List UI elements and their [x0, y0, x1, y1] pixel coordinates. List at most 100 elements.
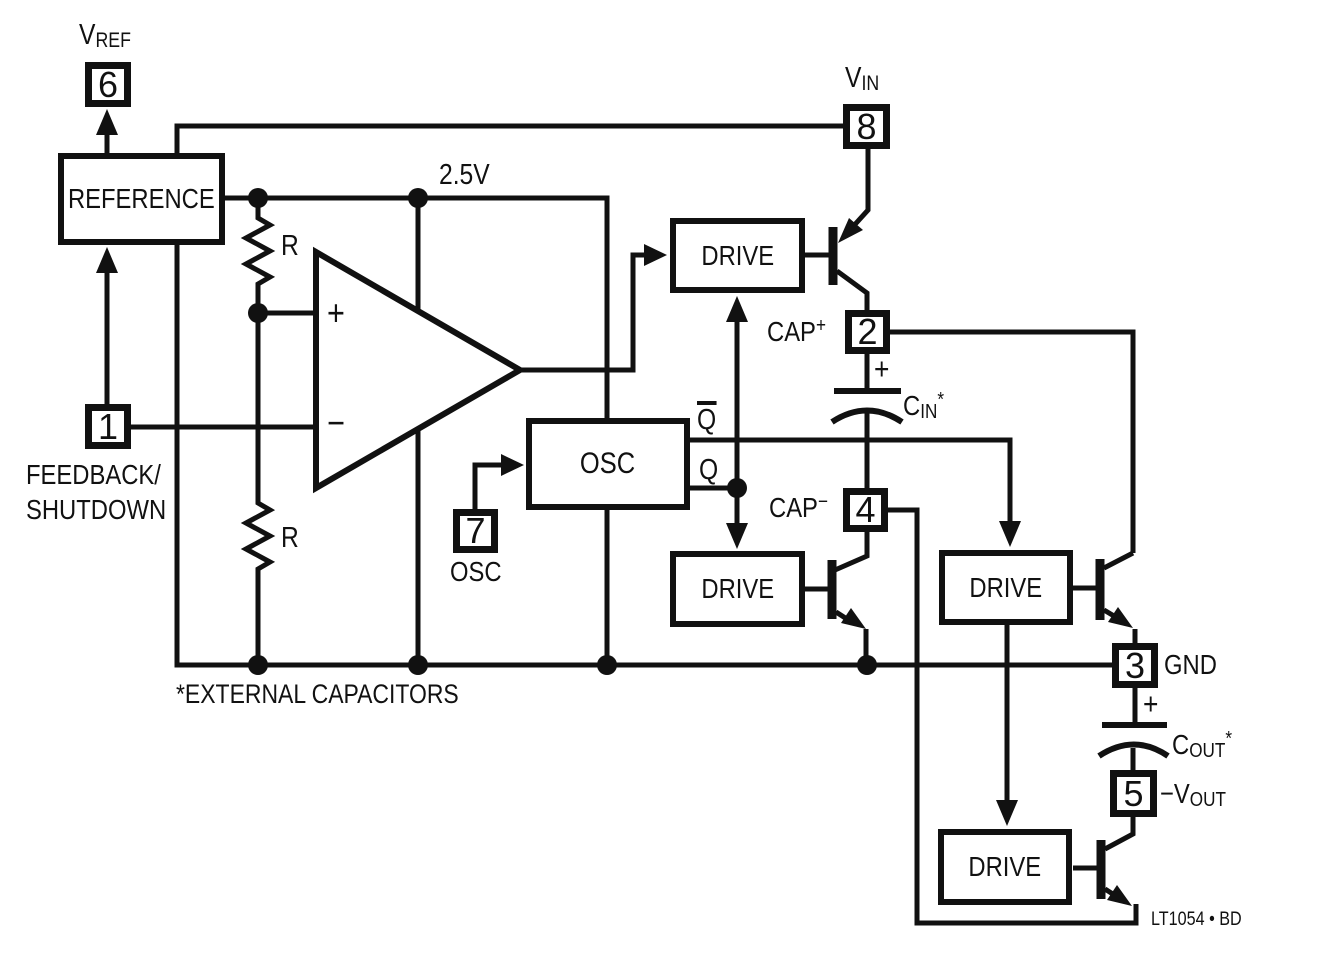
- osc-block-label: OSC: [580, 447, 636, 480]
- transistor-q3-npn: [1073, 550, 1138, 643]
- cout-base: C: [1172, 729, 1190, 761]
- cin-sub: IN: [920, 401, 938, 424]
- q3-collector-lead: [1102, 550, 1135, 571]
- note-text: *EXTERNAL CAPACITORS: [176, 679, 459, 709]
- junction-dot: [857, 655, 877, 675]
- cap-plus-sup: +: [815, 315, 826, 337]
- junction-dot: [248, 188, 268, 208]
- pin-1-number: 1: [97, 405, 119, 447]
- osc-pin-label: OSC: [450, 556, 511, 587]
- vin-base: V: [845, 62, 862, 94]
- feedback-line1: FEEDBACK/: [26, 459, 161, 490]
- wire-osc-qbar: [690, 437, 1013, 532]
- q1-collector-lead: [835, 268, 870, 312]
- cout-polarity-sign: +: [1143, 686, 1161, 721]
- r-top-text: R: [281, 230, 299, 262]
- cin-sup: *: [937, 389, 945, 411]
- reference-block-label: REFERENCE: [68, 183, 215, 214]
- wire-opamp-output: [517, 252, 647, 373]
- arrow-down-to-drive4: [996, 800, 1018, 826]
- drive-block-3: DRIVE: [939, 550, 1073, 625]
- cin-label: CIN*: [903, 389, 951, 424]
- cap-plus-label: CAP+: [767, 315, 836, 348]
- transistor-q4-npn: [1073, 817, 1136, 901]
- arrow-to-reference: [96, 247, 118, 273]
- vin-label: VIN: [845, 63, 885, 95]
- watermark-text: LT1054 • BD: [1151, 909, 1242, 930]
- pin-2-number: 2: [857, 311, 878, 352]
- pin-5-number: 5: [1123, 772, 1144, 814]
- opamp-plus-text: +: [327, 292, 345, 333]
- cout-label: COUT*: [1172, 728, 1243, 763]
- osc-block: OSC: [526, 418, 690, 510]
- opamp-triangle: [313, 246, 526, 494]
- pin-7-number: 7: [465, 510, 486, 551]
- wire-vin-top-rail: [174, 123, 845, 153]
- capacitor-cin: [830, 354, 904, 488]
- cout-polarity-text: +: [1143, 686, 1159, 721]
- drive2-label: DRIVE: [701, 573, 774, 604]
- cout-sup: *: [1225, 728, 1233, 750]
- neg-vout-base: −V: [1160, 778, 1190, 809]
- gnd-text: GND: [1164, 649, 1217, 680]
- junction-dot: [248, 303, 268, 323]
- junction-dot: [408, 188, 428, 208]
- cin-polarity-sign: +: [874, 351, 892, 386]
- resistor-divider: [240, 198, 276, 665]
- arrow-to-pin6: [96, 109, 118, 135]
- opamp-minus-input-sign: −: [327, 404, 348, 442]
- wire-pin4-loop-to-q4: [888, 507, 1139, 926]
- gnd-label: GND: [1164, 649, 1226, 680]
- external-capacitors-note: *EXTERNAL CAPACITORS: [176, 679, 509, 709]
- osc-pin-text: OSC: [450, 556, 502, 587]
- wire-reference-output-2v5: [225, 195, 610, 418]
- vref-base: V: [79, 19, 96, 51]
- wire-pin2-to-q3-collector: [889, 329, 1136, 553]
- arrow-q1-emitter: [838, 218, 863, 243]
- junction-dot: [727, 478, 747, 498]
- pin-1-feedback: 1: [85, 404, 131, 449]
- 2v5-text: 2.5V: [439, 159, 490, 191]
- arrow-q-up-to-drive1: [726, 296, 748, 322]
- opamp-plus-input-sign: +: [327, 294, 348, 332]
- cin-polarity-text: +: [874, 351, 890, 386]
- q2-collector-lead: [833, 532, 870, 573]
- cin-base: C: [903, 390, 921, 422]
- cap-minus-base: CAP: [769, 492, 818, 524]
- cap-plus-base: CAP: [767, 316, 816, 348]
- reference-block: REFERENCE: [58, 153, 225, 245]
- q-output-label: Q: [699, 454, 722, 486]
- junction-dot: [248, 655, 268, 675]
- figure-watermark: LT1054 • BD: [1151, 910, 1258, 930]
- cin-plate-curved: [830, 407, 904, 425]
- qbar-text: Q: [697, 401, 717, 435]
- feedback-shutdown-label: FEEDBACK/ SHUTDOWN: [26, 457, 191, 527]
- r-bottom-text: R: [281, 522, 299, 554]
- pin-8-number: 8: [856, 105, 877, 147]
- arrow-q2-emitter: [841, 608, 866, 629]
- q-text: Q: [699, 454, 719, 486]
- pin-5-neg-vout: 5: [1110, 770, 1157, 817]
- arrow-to-drive1: [644, 244, 667, 266]
- q1-emitter-lead: [847, 149, 871, 233]
- resistor-r-bottom-label: R: [281, 522, 302, 554]
- arrow-pin7-to-osc: [501, 454, 524, 476]
- pin-6-vref: 6: [85, 62, 131, 107]
- cout-plate-curved: [1097, 741, 1170, 759]
- vref-label: VREF: [79, 20, 140, 52]
- drive3-label: DRIVE: [969, 571, 1043, 603]
- vref-sub: REF: [95, 29, 131, 53]
- pin-2-cap-plus: 2: [845, 310, 890, 354]
- q4-collector-lead: [1103, 817, 1136, 852]
- arrow-q3-emitter: [1108, 607, 1133, 628]
- junction-dots: [248, 188, 877, 675]
- feedback-line2: SHUTDOWN: [26, 494, 167, 525]
- wire-gnd-rail: [174, 245, 1112, 668]
- cout-sub: OUT: [1189, 740, 1226, 763]
- pin-3-gnd: 3: [1112, 643, 1158, 688]
- qbar-output-label: Q: [697, 401, 720, 435]
- junction-dot: [597, 655, 617, 675]
- pin-4-cap-minus: 4: [843, 488, 888, 532]
